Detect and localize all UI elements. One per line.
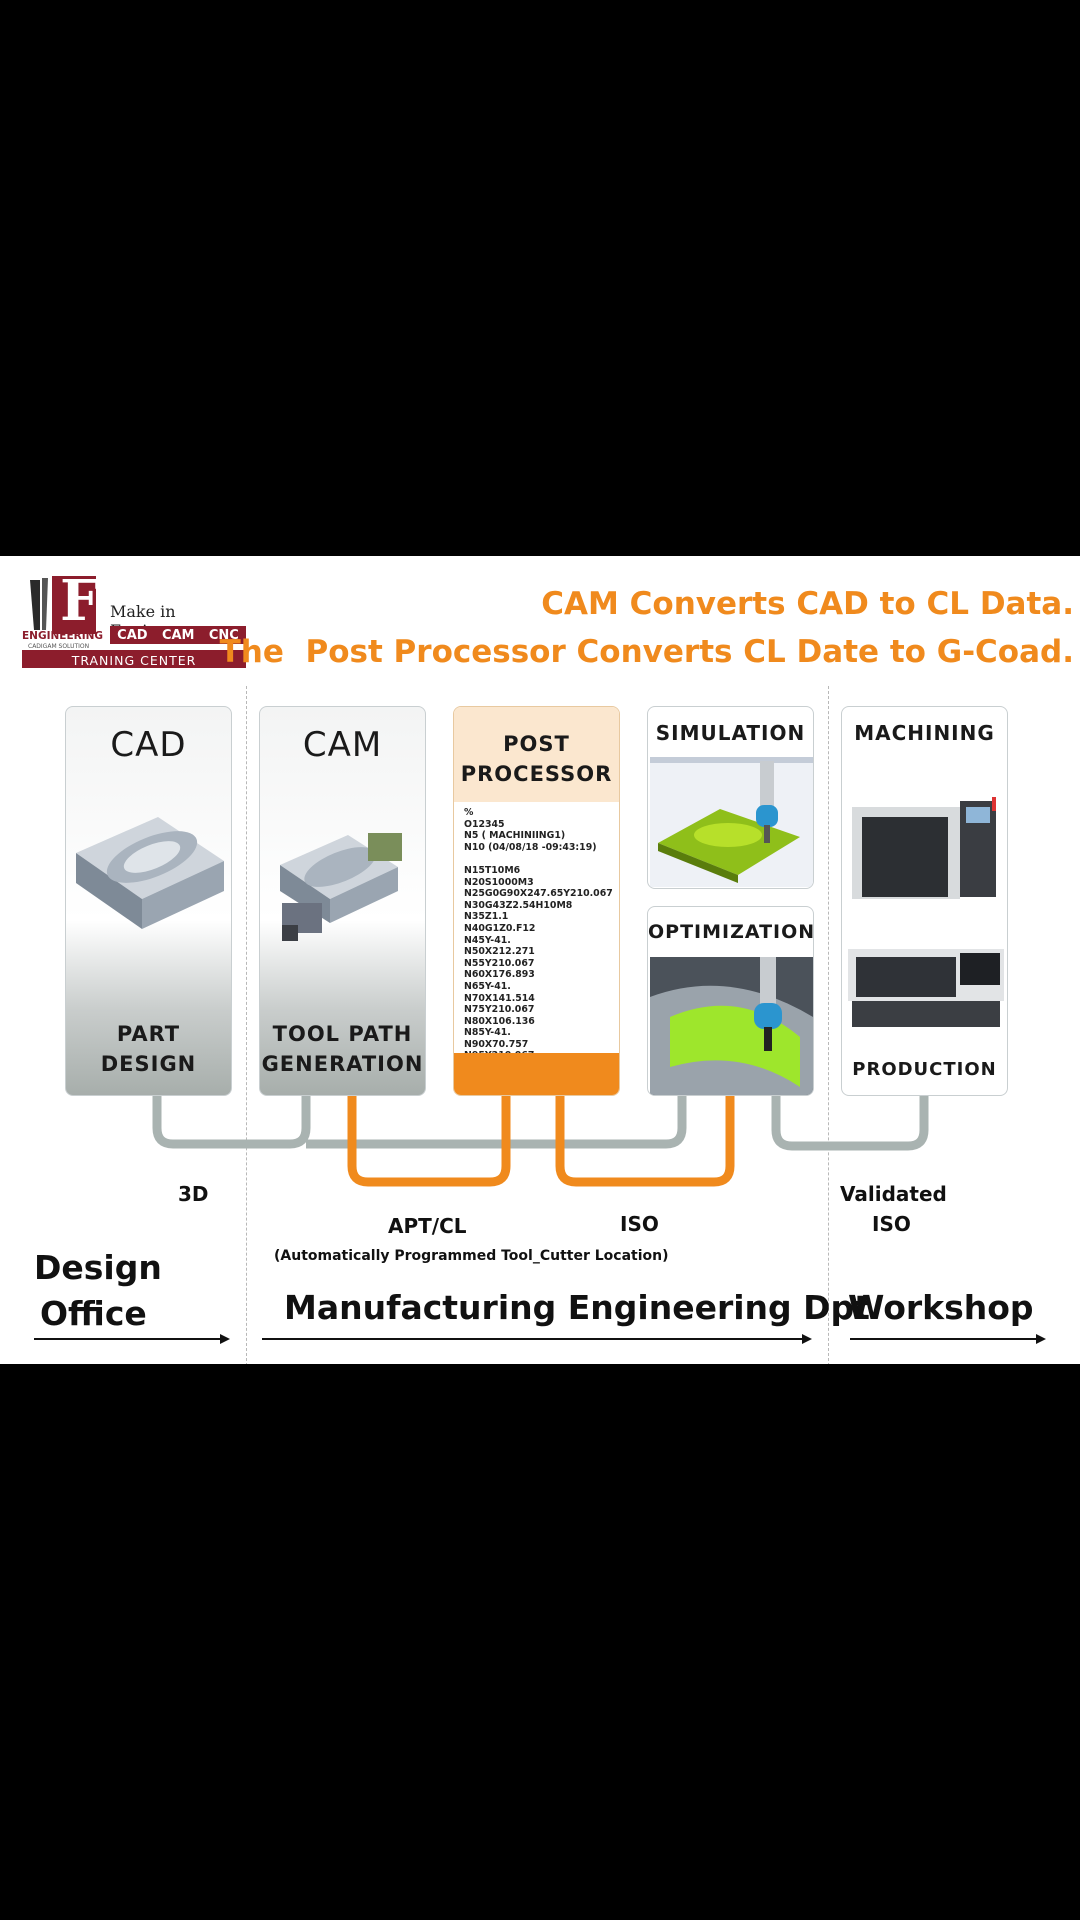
arrow-manufacturing-icon bbox=[262, 1334, 812, 1344]
gcode-line: N75Y210.067 bbox=[464, 1004, 535, 1016]
gcode-line: % bbox=[464, 807, 474, 818]
gcode-line: N15T10M6 bbox=[464, 864, 521, 876]
logo-mark-icon bbox=[30, 576, 96, 634]
simulation-screenshot-icon bbox=[650, 757, 813, 887]
connector-pipes bbox=[152, 1096, 929, 1187]
dept-design-line1: Design bbox=[34, 1248, 162, 1287]
label-3d: 3D bbox=[178, 1182, 209, 1206]
label-aptcl-note: (Automatically Programmed Tool_Cutter Lo… bbox=[274, 1248, 669, 1264]
card-cam: CAM TOOL PATH GENERATION bbox=[259, 706, 426, 1096]
gcode-line: N65Y-41. bbox=[464, 980, 511, 992]
gcode-line: N85Y-41. bbox=[464, 1027, 511, 1039]
logo-center-text: TRANING CENTER bbox=[71, 653, 197, 668]
logo-box-cnc: CNC bbox=[208, 627, 239, 643]
card-simulation-title: SIMULATION bbox=[655, 721, 806, 745]
separator-design bbox=[246, 686, 247, 1364]
gcode-line: N70X141.514 bbox=[464, 992, 535, 1004]
gcode-line: N45Y-41. bbox=[464, 934, 511, 946]
logo-tagline: CADIGAM SOLUTION bbox=[28, 643, 90, 650]
dept-manufacturing: Manufacturing Engineering Dpt bbox=[284, 1288, 870, 1327]
cam-toolpath-icon bbox=[280, 833, 402, 941]
card-post-title2: PROCESSOR bbox=[460, 762, 613, 786]
lathe-machine-icon bbox=[848, 949, 1004, 1027]
logo-center-bar: TRANING CENTER bbox=[22, 650, 246, 668]
gcode-line: N10 (04/08/18 -09:43:19) bbox=[464, 841, 597, 853]
arrow-workshop-icon bbox=[850, 1334, 1046, 1344]
card-simulation: SIMULATION bbox=[647, 706, 814, 889]
card-optimization: OPTIMIZATION bbox=[647, 906, 814, 1096]
card-post-title1: POST bbox=[503, 732, 570, 756]
diagram-panel: F ENGINEERING CADIGAM SOLUTION Make in E… bbox=[0, 556, 1080, 1364]
card-post-header bbox=[454, 707, 619, 802]
gcode-line: N30G43Z2.54H10M8 bbox=[464, 899, 573, 911]
logo-letter: F bbox=[60, 568, 100, 634]
logo: F ENGINEERING CADIGAM SOLUTION Make in E… bbox=[20, 568, 250, 666]
gcode-line: N80X106.136 bbox=[464, 1015, 535, 1027]
card-cam-bottom2: GENERATION bbox=[261, 1052, 424, 1076]
headline-line1: CAM Converts CAD to CL Data. bbox=[541, 586, 1074, 622]
label-validated: Validated bbox=[840, 1182, 947, 1206]
gcode-line: N60X176.893 bbox=[464, 969, 535, 981]
card-cad-title: CAD bbox=[110, 725, 187, 765]
logo-boxes: CAD CAM CNC bbox=[110, 626, 246, 644]
cad-part-icon bbox=[76, 817, 224, 929]
gcode-line: N90X70.757 bbox=[464, 1038, 529, 1050]
card-post-footer bbox=[454, 1053, 619, 1095]
logo-brand: ENGINEERING bbox=[22, 630, 104, 642]
label-aptcl: APT/CL bbox=[388, 1214, 467, 1238]
arrow-design-icon bbox=[34, 1334, 230, 1344]
card-machining-title: MACHINING bbox=[854, 721, 995, 745]
label-iso: ISO bbox=[620, 1212, 659, 1236]
card-machining: MACHINING PRODUCTION bbox=[841, 706, 1008, 1096]
gcode-line bbox=[464, 853, 613, 865]
label-validated-iso: ISO bbox=[872, 1212, 911, 1236]
gcode-line: N55Y210.067 bbox=[464, 957, 535, 969]
card-cad-bottom1: PART bbox=[116, 1022, 181, 1046]
headline-line2: The Post Processor Converts CL Date to G… bbox=[219, 634, 1074, 670]
gcode-line: N40G1Z0.F12 bbox=[464, 922, 536, 934]
dept-design-line2: Office bbox=[40, 1294, 147, 1333]
card-cam-title: CAM bbox=[302, 725, 383, 765]
gcode-line: N25G0G90X247.65Y210.067 bbox=[464, 888, 613, 900]
card-cad-bottom2: DESIGN bbox=[100, 1052, 197, 1076]
card-optimization-title: OPTIMIZATION bbox=[648, 921, 814, 943]
dept-workshop: Workshop bbox=[848, 1288, 1034, 1327]
card-cad: CAD PART DESIGN bbox=[65, 706, 232, 1096]
gcode-line: N50X212.271 bbox=[464, 946, 535, 958]
gcode-line: O12345 bbox=[464, 818, 505, 830]
gcode-line: N35Z1.1 bbox=[464, 911, 509, 923]
card-machining-bottom: PRODUCTION bbox=[852, 1059, 997, 1080]
cnc-machine-icon bbox=[852, 797, 996, 899]
logo-box-cam: CAM bbox=[161, 627, 195, 643]
gcode-line: N20S1000M3 bbox=[464, 876, 534, 888]
gcode-line: N5 ( MACHINIING1) bbox=[464, 830, 566, 842]
optimization-screenshot-icon bbox=[650, 957, 813, 1095]
separator-workshop bbox=[828, 686, 829, 1364]
card-cam-bottom1: TOOL PATH bbox=[272, 1022, 413, 1046]
logo-box-cad: CAD bbox=[117, 627, 148, 643]
